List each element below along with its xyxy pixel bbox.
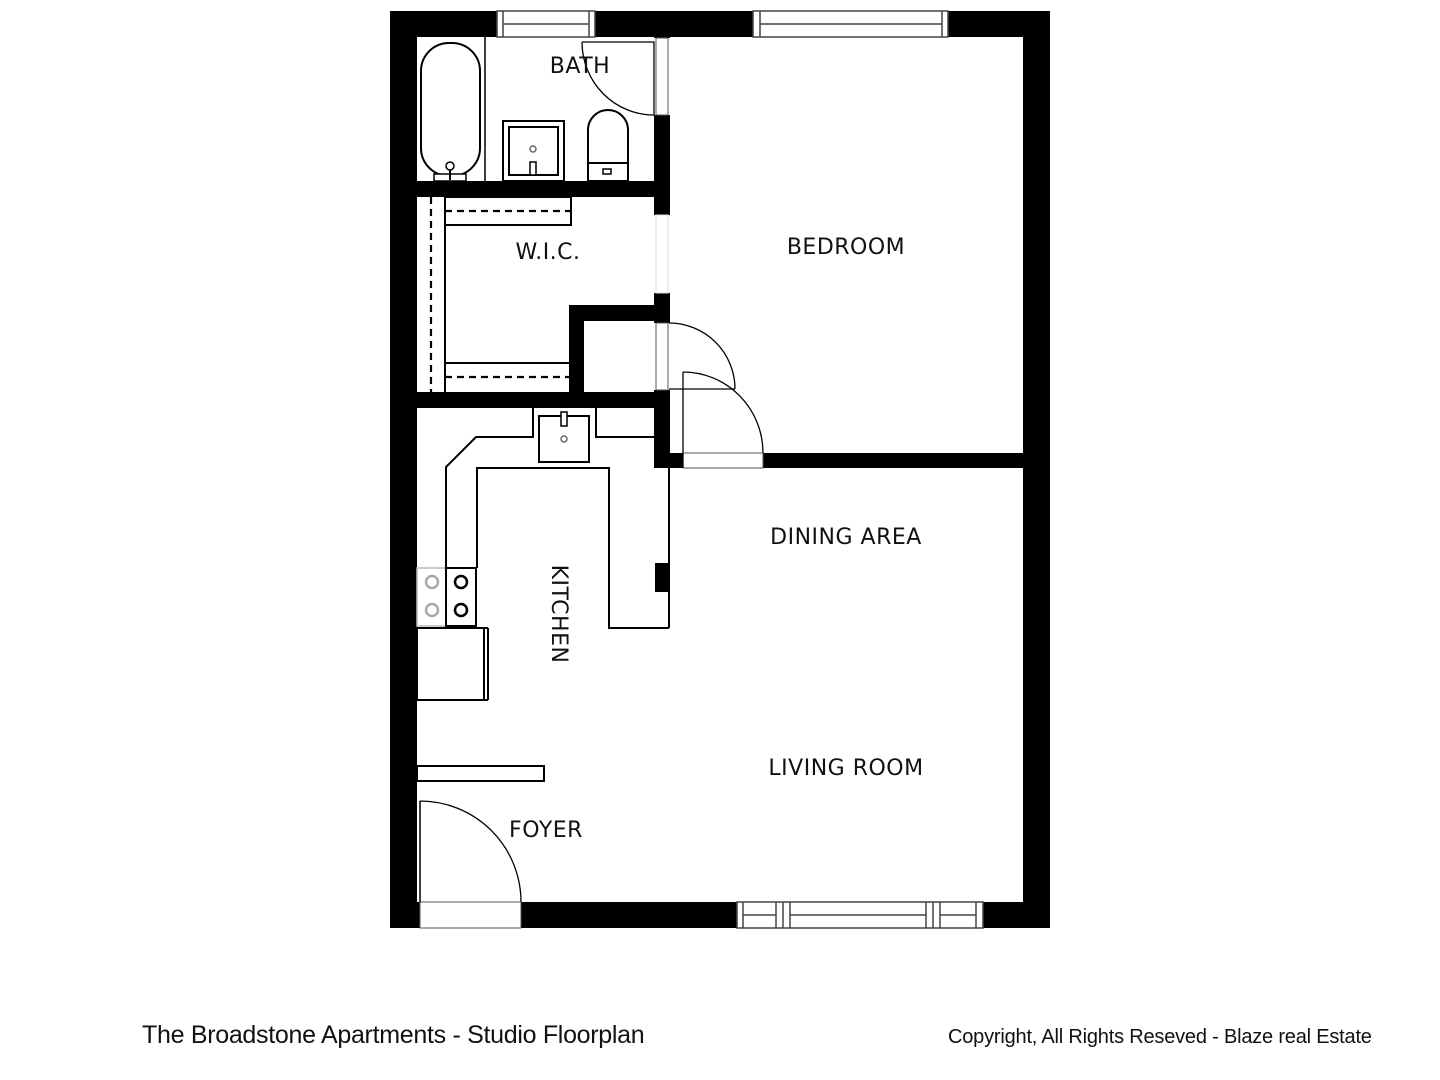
room-label-foyer: FOYER [509,818,583,843]
room-label-kitchen: KITCHEN [546,565,571,664]
copyright-notice: Copyright, All Rights Reseved - Blaze re… [948,1026,1372,1048]
exterior-walls [390,11,1050,928]
bath-sink-icon [502,120,565,182]
window-living-room [736,901,984,929]
room-label-dining: DINING AREA [770,525,922,550]
toilet-icon [587,109,629,182]
bedroom-door-swing [668,322,736,390]
bath-door-swing [581,41,655,116]
interior-walls [417,11,1023,592]
bathtub-icon [420,37,486,182]
refrigerator-icon [416,627,489,701]
room-label-bedroom: BEDROOM [787,235,905,260]
closet-shelves [429,196,572,392]
room-label-living: LIVING ROOM [768,756,923,781]
entry-door-swing [419,800,522,929]
foyer-closet-shelf [416,765,545,782]
room-label-bath: BATH [550,54,610,79]
floorplan-title: The Broadstone Apartments - Studio Floor… [142,1021,645,1049]
closet-door-swing [682,371,764,469]
kitchen-counters [445,408,669,629]
stove-icon [416,567,477,627]
room-label-wic: W.I.C. [515,240,580,265]
window-bedroom [752,10,949,38]
floorplan: BATH W.I.C. BEDROOM KITCHEN DINING AREA … [390,10,1050,929]
window-bath [496,10,596,38]
kitchen-sink-icon [538,411,590,463]
